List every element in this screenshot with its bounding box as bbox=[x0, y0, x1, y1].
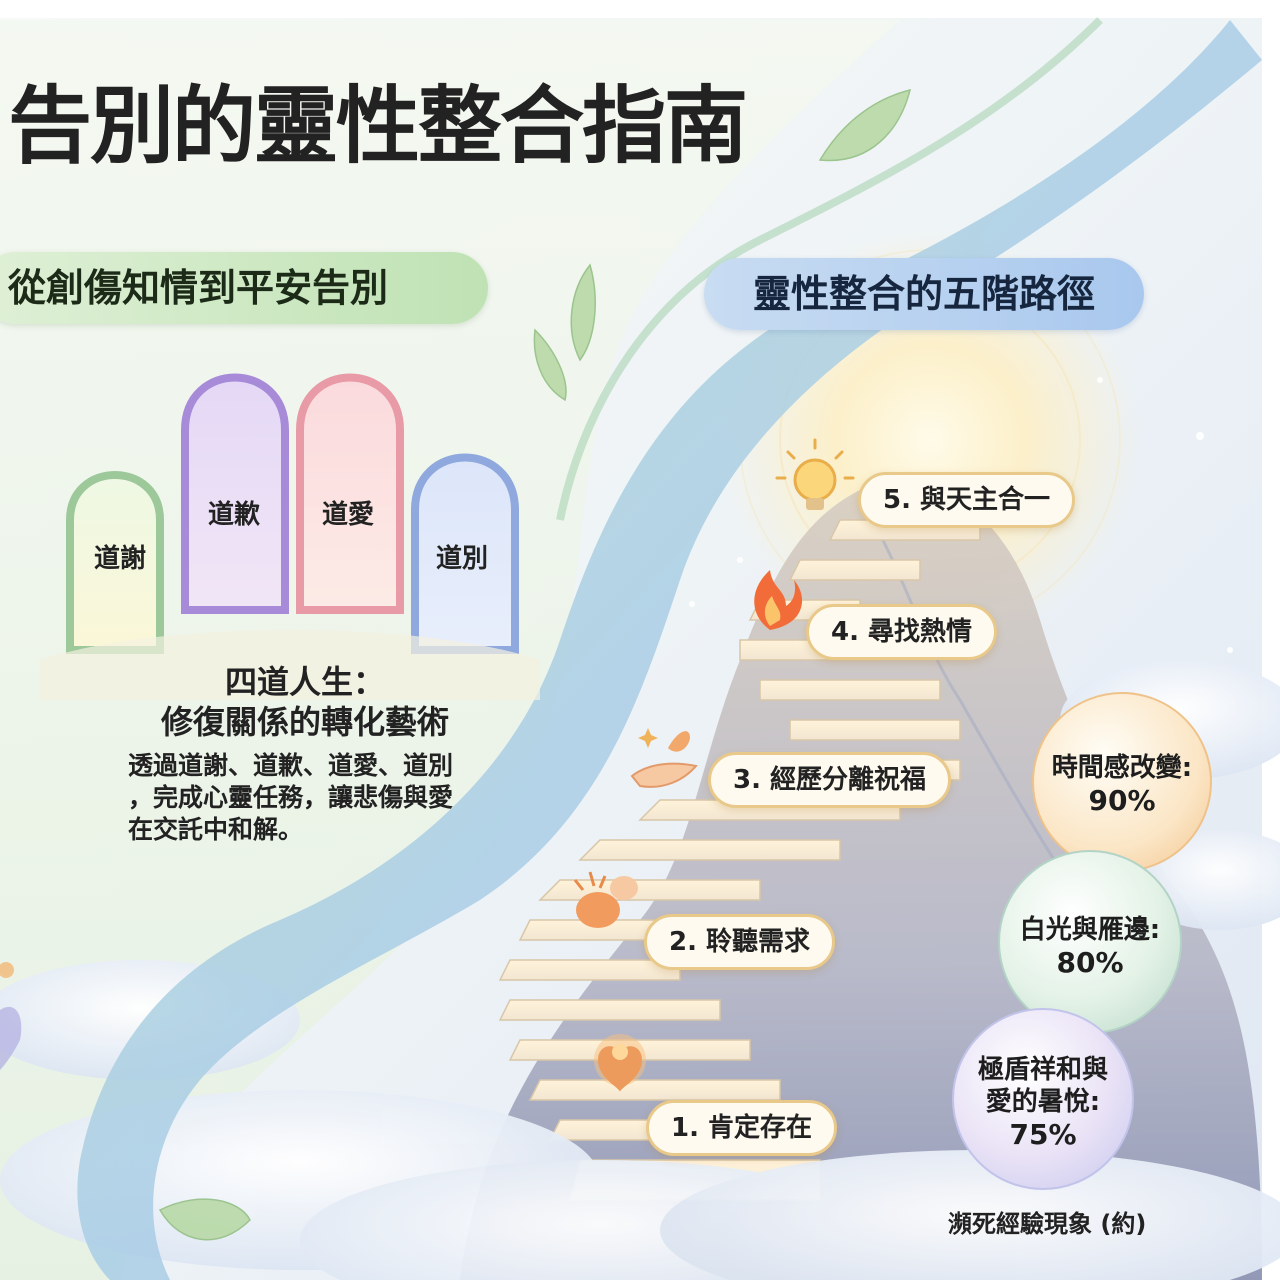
lightbulb-icon bbox=[775, 438, 855, 510]
subtitle-line-1: 四道人生： bbox=[224, 663, 385, 701]
ear-icon bbox=[573, 871, 638, 928]
nde-footnote: 瀕死經驗現象 (約) bbox=[948, 1210, 1147, 1238]
description-line-2: ，完成心靈任務，讓悲傷與愛 bbox=[128, 783, 454, 812]
open-hand-icon bbox=[630, 728, 698, 788]
four-paths-description: 透過道謝、道歉、道愛、道別 ，完成心靈任務，讓悲傷與愛 在交託中和解。 bbox=[128, 750, 488, 846]
step-1-label: 1. 肯定存在 bbox=[646, 1100, 838, 1156]
glowing-heart-icon bbox=[594, 1034, 646, 1092]
stat-value: 90% bbox=[1088, 784, 1156, 817]
stat-bubble-white-light: 白光與雁邊: 80% bbox=[998, 850, 1182, 1034]
four-paths-subtitle: 四道人生： 修復關係的轉化藝術 bbox=[110, 662, 500, 742]
step-2-label: 2. 聆聽需求 bbox=[644, 914, 836, 970]
page-title: 告別的靈性整合指南 bbox=[8, 77, 748, 175]
gate-label-love: 道愛 bbox=[322, 500, 375, 530]
stat-label-line-2: 愛的暑悅: bbox=[985, 1087, 1101, 1117]
left-section-heading: 從創傷知情到平安告別 bbox=[0, 252, 488, 324]
stat-bubble-time-perception: 時間感改變: 90% bbox=[1032, 692, 1212, 872]
step-4-label: 4. 尋找熱情 bbox=[806, 604, 998, 660]
stat-label-line-1: 極盾祥和與 bbox=[977, 1055, 1108, 1085]
stat-value: 75% bbox=[1009, 1118, 1077, 1151]
step-5-label: 5. 與天主合一 bbox=[858, 472, 1076, 528]
right-section-heading: 靈性整合的五階路徑 bbox=[704, 258, 1144, 330]
gate-label-farewell: 道別 bbox=[436, 544, 489, 574]
description-line-3: 在交託中和解。 bbox=[128, 815, 304, 844]
description-line-1: 透過道謝、道歉、道愛、道別 bbox=[128, 751, 454, 780]
stat-value: 80% bbox=[1056, 946, 1124, 979]
flame-icon bbox=[754, 570, 803, 630]
stat-label: 時間感改變: bbox=[1051, 753, 1193, 783]
step-3-label: 3. 經歷分離祝福 bbox=[708, 752, 952, 808]
gate-label-thanks: 道謝 bbox=[94, 544, 147, 574]
gate-label-apology: 道歉 bbox=[208, 500, 261, 530]
stat-label: 白光與雁邊: bbox=[1019, 915, 1161, 945]
stat-bubble-peace-love: 極盾祥和與 愛的暑悅: 75% bbox=[952, 1008, 1134, 1190]
subtitle-line-2: 修復關係的轉化藝術 bbox=[160, 703, 449, 741]
